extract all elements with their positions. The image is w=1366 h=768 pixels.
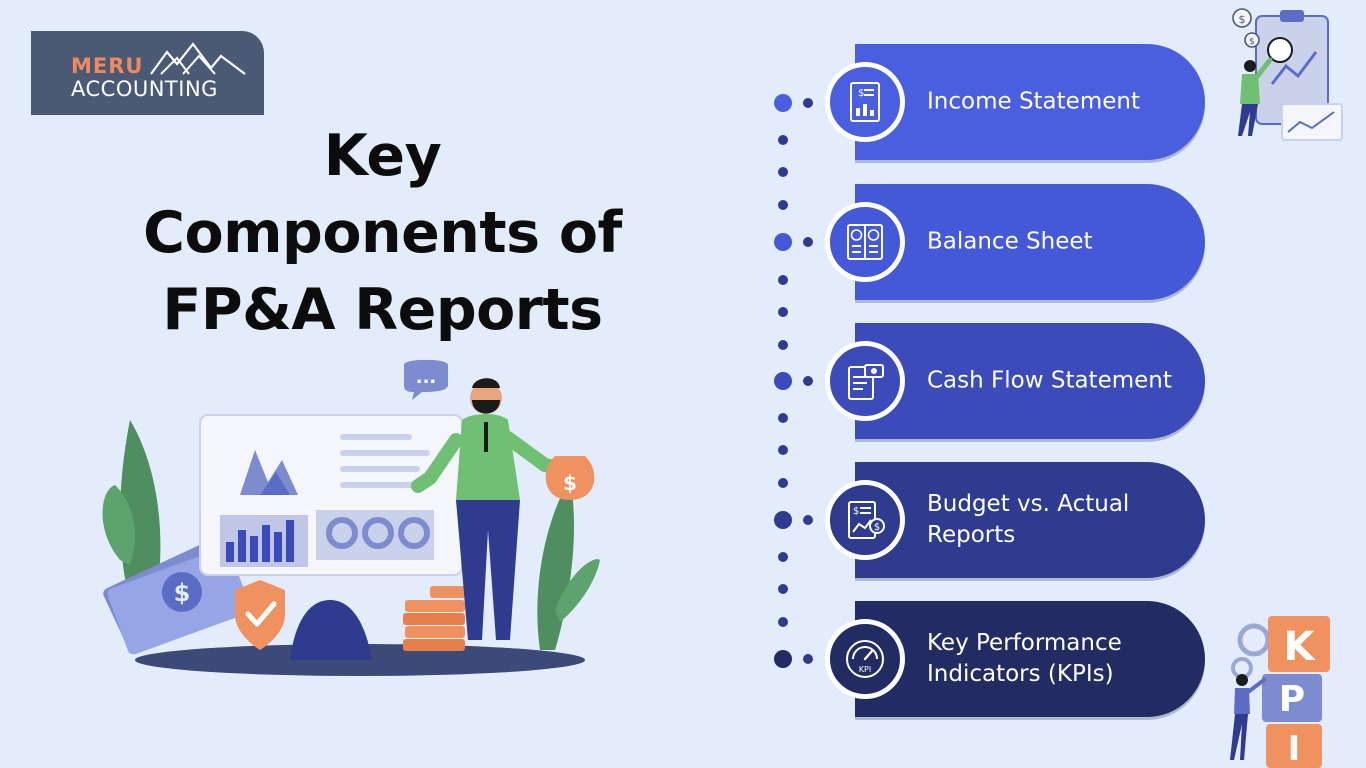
svg-text:...: ...: [416, 367, 437, 388]
speech-bubble-icon: [404, 360, 448, 400]
analyst-head: [1244, 60, 1256, 72]
svg-text:P: P: [1279, 679, 1305, 720]
component-label: Cash Flow Statement: [927, 367, 1172, 394]
svg-text:$: $: [174, 579, 191, 607]
monitor-stand: [290, 600, 372, 660]
disc-income-statement: $: [825, 62, 905, 142]
gear-icon: [1237, 623, 1271, 657]
timeline-dots: [774, 94, 813, 668]
disc-budget-vs-actual: $ $: [825, 480, 905, 560]
title-line-1: Key: [323, 123, 442, 189]
dollar-coin-icon: [162, 572, 202, 612]
kpi-block-p: [1262, 674, 1322, 722]
area-chart-mark: [240, 450, 298, 495]
component-budget-vs-actual: $ $ Budget vs. Actual Reports: [825, 462, 1205, 578]
businessman-dashboard-illustration: $ $ ...: [102, 360, 600, 676]
component-label: Balance Sheet: [927, 228, 1093, 255]
security-shield-icon: [235, 580, 285, 650]
magnifier-icon: [1267, 37, 1293, 63]
disc-balance-sheet: [825, 202, 905, 282]
kpi-gauge-icon: KPI: [846, 640, 884, 678]
title-line-2: Components of: [143, 200, 622, 266]
income-statement-icon: $: [850, 82, 880, 122]
logo-brand-top: MERU: [71, 54, 144, 78]
cash-flow-icon: [848, 364, 884, 400]
svg-text:$: $: [858, 88, 864, 99]
money-bag-icon: [545, 456, 595, 500]
component-income-statement: $ Income Statement: [825, 44, 1205, 160]
disc-kpis: KPI: [825, 619, 905, 699]
dollar-coin-icon: [1232, 8, 1252, 28]
kpi-blocks-illustration: K P I: [1230, 616, 1330, 768]
balance-sheet-icon: [847, 224, 883, 260]
component-kpis: KPI Key Performance Indicators (KPIs): [825, 601, 1205, 717]
svg-text:$: $: [1249, 37, 1255, 47]
svg-text:$: $: [874, 522, 880, 533]
svg-text:K: K: [1284, 624, 1317, 670]
page-title: Key Components of FP&A Reports: [90, 118, 675, 349]
component-label: Key Performance Indicators (KPIs): [927, 630, 1122, 687]
donut-chart-mark: [326, 517, 358, 549]
svg-text:$: $: [1239, 13, 1246, 26]
component-label: Income Statement: [927, 88, 1140, 115]
kpi-block-k: [1268, 616, 1330, 672]
businessman-trousers: [456, 500, 520, 640]
coin-stack-icon: [405, 600, 465, 612]
mountain-logo-icon: [150, 42, 246, 75]
component-balance-sheet: Balance Sheet: [825, 184, 1205, 300]
component-label: Budget vs. Actual Reports: [927, 491, 1130, 548]
component-cash-flow-statement: Cash Flow Statement: [825, 323, 1205, 439]
logo-brand-bottom: ACCOUNTING: [71, 77, 218, 101]
climber-head: [1236, 674, 1248, 686]
analyst-clipboard-illustration: $ $: [1232, 8, 1343, 141]
svg-text:$: $: [853, 506, 859, 517]
meru-accounting-logo: MERU ACCOUNTING: [31, 31, 264, 115]
svg-text:I: I: [1288, 729, 1301, 768]
money-bag-symbol: $: [563, 471, 577, 495]
svg-text:KPI: KPI: [859, 665, 871, 674]
title-line-3: FP&A Reports: [162, 277, 603, 343]
disc-cash-flow: [825, 341, 905, 421]
budget-report-icon: $ $: [848, 501, 885, 539]
leaf-left-small-icon: [102, 485, 135, 565]
kpi-block-i: [1266, 724, 1322, 768]
